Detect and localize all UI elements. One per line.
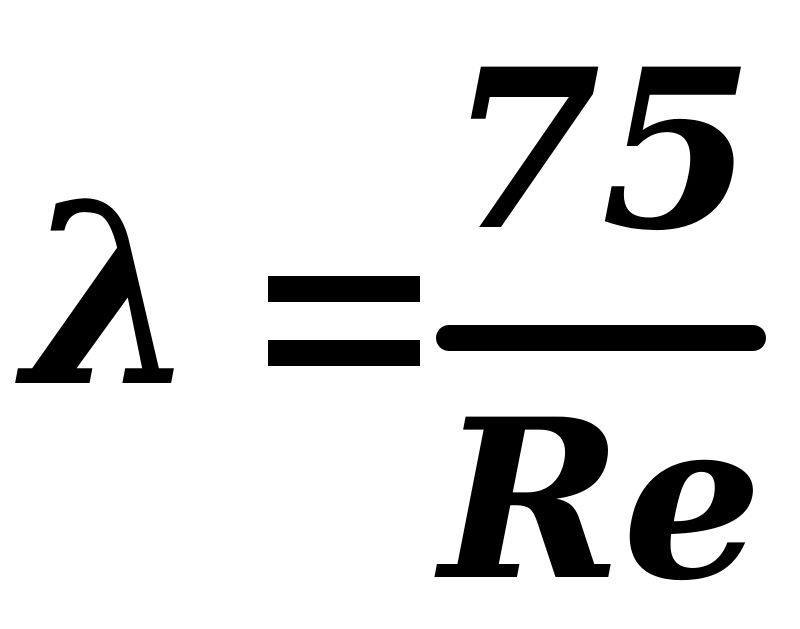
lambda-symbol: λ [24, 148, 200, 442]
equals-sign-top-bar [268, 276, 420, 302]
denominator: Re [439, 370, 763, 629]
fraction-bar [436, 325, 766, 351]
equals-sign-bottom-bar [268, 340, 420, 366]
numerator: 75 [447, 20, 755, 279]
